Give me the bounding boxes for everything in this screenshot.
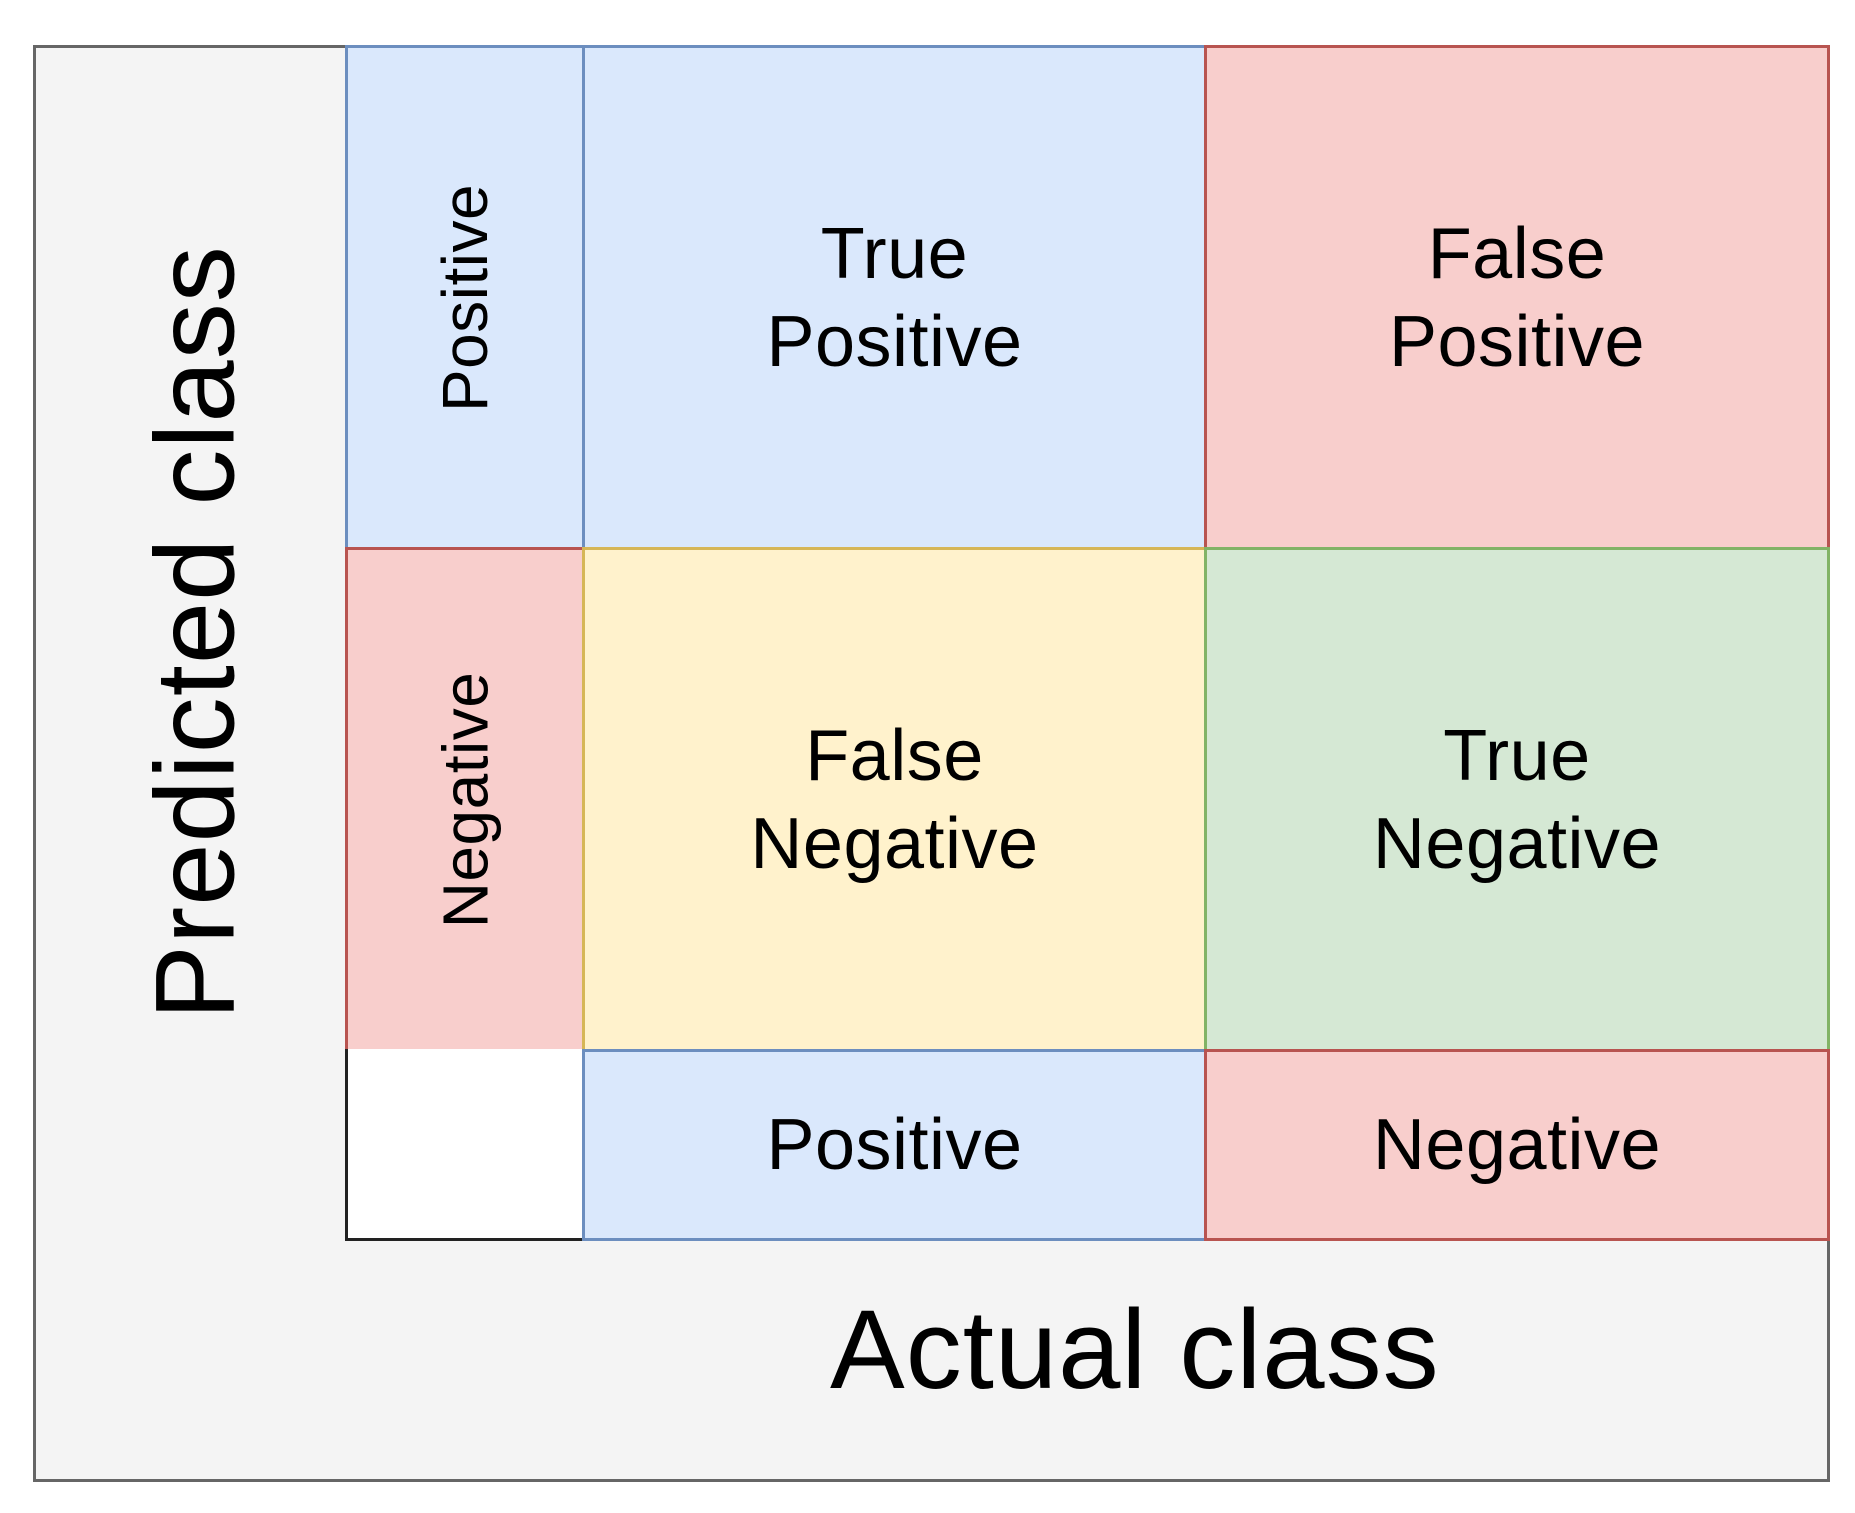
row-header-negative: Negative [345,547,585,1052]
cell-false-negative-label: False Negative [750,715,1039,884]
cell-false-negative: False Negative [582,547,1207,1052]
actual-class-label: Actual class [830,1287,1440,1412]
cell-true-negative-label: True Negative [1372,715,1662,884]
col-header-positive: Positive [582,1049,1207,1241]
row-header-positive-label: Positive [429,183,501,412]
cell-false-positive-label: False Positive [1388,213,1646,382]
predicted-axis-wrapper: Predicted class [60,45,330,1220]
cell-false-positive: False Positive [1204,45,1830,550]
cell-true-negative: True Negative [1204,547,1830,1052]
col-header-positive-label: Positive [766,1105,1023,1185]
row-header-negative-label: Negative [429,671,501,928]
corner-cell [345,1049,585,1241]
col-header-negative: Negative [1204,1049,1830,1241]
predicted-class-label: Predicted class [132,245,258,1020]
col-header-negative-label: Negative [1372,1105,1662,1185]
row-header-positive: Positive [345,45,585,550]
cell-true-positive: True Positive [582,45,1207,550]
cell-true-positive-label: True Positive [766,213,1023,382]
